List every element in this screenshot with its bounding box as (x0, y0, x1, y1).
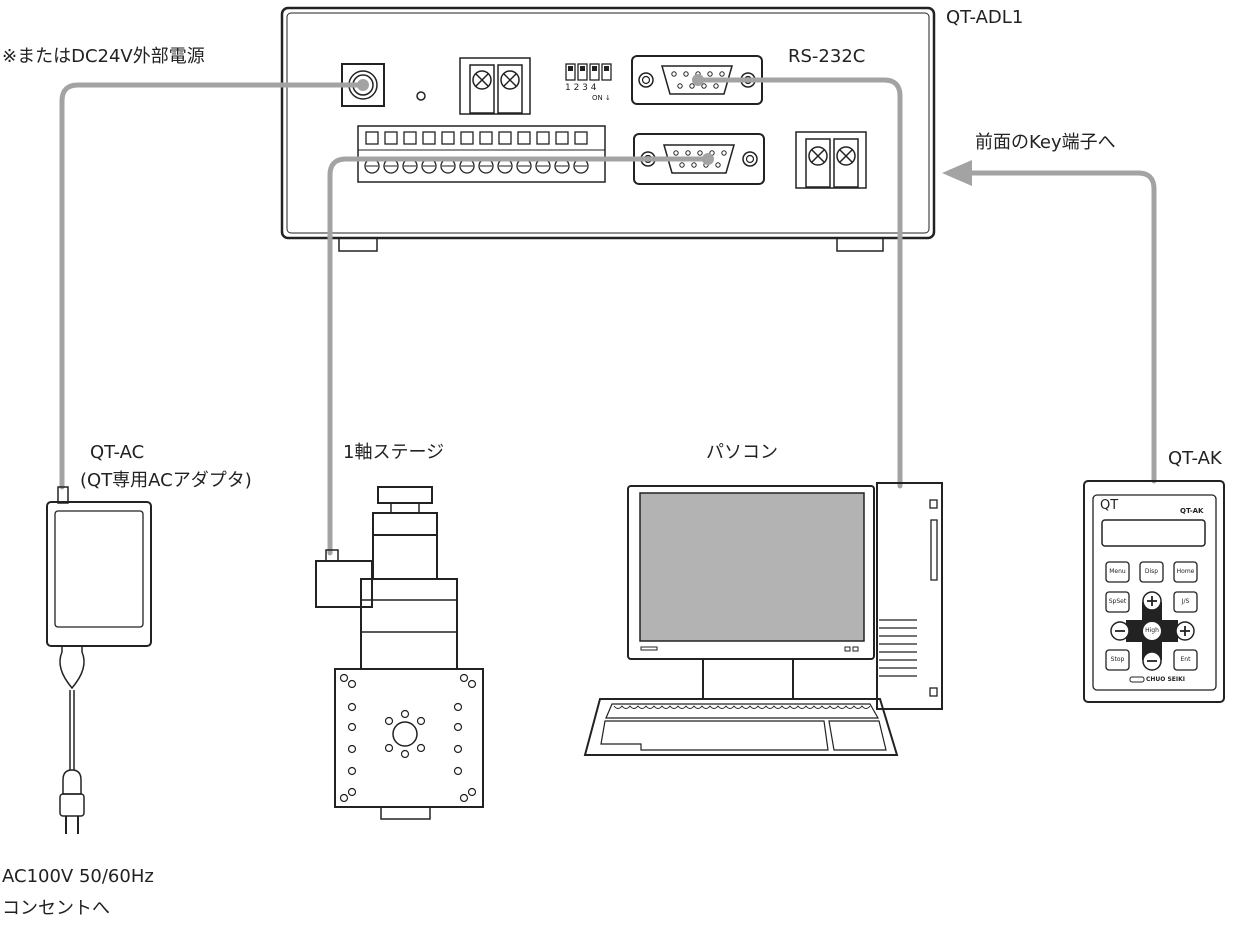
screw-terminal-bottom[interactable] (795, 131, 867, 189)
io-terminal-block[interactable] (357, 125, 606, 183)
cable-stage (327, 156, 711, 556)
cable-end-power (357, 79, 369, 91)
controller-label: QT-ADL1 (946, 7, 1024, 28)
ac-adapter-desc-label: (QT専用ACアダプタ) (80, 470, 252, 491)
outlet-dest-label: コンセントへ (2, 898, 110, 919)
keypad-key-frames (1105, 561, 1198, 671)
power-led (416, 91, 426, 101)
controller-unit (280, 6, 936, 252)
dip-switch-on-label: ON ↓ (592, 94, 611, 102)
outlet-spec-label: AC100V 50/60Hz (2, 866, 154, 887)
dc-power-label: ※またはDC24V外部電源 (2, 46, 205, 67)
keypad-label: QT-AK (1168, 448, 1222, 469)
ac-adapter-label: QT-AC (90, 442, 145, 463)
cable-power (59, 82, 366, 490)
cable-keypad (965, 170, 1157, 484)
keypad-right-button[interactable] (1175, 621, 1195, 641)
cable-end-stage (702, 153, 714, 165)
keypad-device (1083, 480, 1225, 703)
stage-label: 1軸ステージ (343, 442, 445, 463)
axis-stage (315, 486, 484, 820)
disp-key[interactable]: Disp (1144, 568, 1159, 575)
keypad-down-button[interactable] (1142, 651, 1162, 671)
keypad-brand: CHUO SEIKI (1146, 676, 1186, 683)
keypad-up-button[interactable] (1142, 591, 1162, 611)
controller-foot-right (836, 237, 884, 252)
cable-rs232c (695, 77, 903, 489)
pc-tower (876, 482, 943, 710)
ent-key[interactable]: Ent (1180, 656, 1191, 663)
power-plug (59, 769, 85, 834)
pc-monitor (627, 485, 875, 700)
cable-end-rs232c (692, 74, 704, 86)
menu-key[interactable]: Menu (1109, 568, 1126, 575)
ac-adapter (46, 486, 152, 834)
high-key[interactable]: High (1145, 627, 1159, 634)
keypad-display (1101, 519, 1206, 547)
dip-switch-numbers: 1 2 3 4 (565, 83, 597, 93)
rs232c-label: RS-232C (788, 46, 866, 67)
home-key[interactable]: Home (1176, 568, 1195, 575)
pc-label: パソコン (706, 442, 778, 463)
cables (59, 77, 1157, 556)
keypad-left-button[interactable] (1110, 621, 1130, 641)
brand-logo-icon (1129, 676, 1145, 683)
js-key[interactable]: J/S (1181, 598, 1190, 605)
key-terminal-label: 前面のKey端子へ (975, 132, 1116, 153)
arrow-to-key-terminal (942, 160, 972, 186)
stop-key[interactable]: Stop (1110, 656, 1125, 663)
spset-key[interactable]: SpSet (1108, 598, 1127, 605)
keypad-model-label: QT-AK (1180, 507, 1204, 515)
keypad-logo: QT (1100, 498, 1119, 513)
controller-foot-left (338, 237, 378, 252)
dip-switch[interactable] (565, 63, 612, 81)
keypad-high-button[interactable] (1143, 622, 1161, 640)
personal-computer (583, 482, 943, 756)
screw-terminal-top[interactable] (459, 57, 531, 115)
pc-keyboard[interactable] (583, 698, 899, 756)
